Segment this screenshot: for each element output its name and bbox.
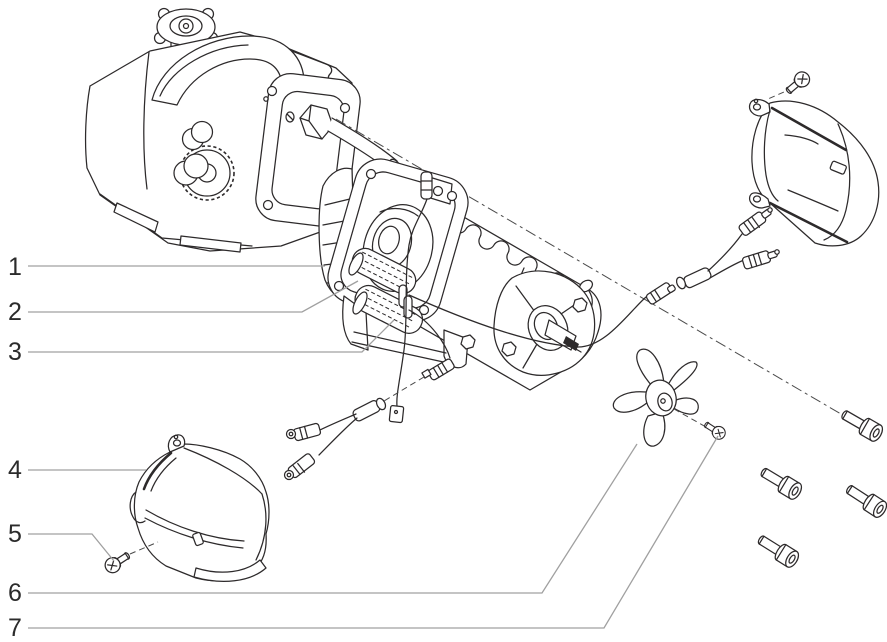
motor-flange [327, 158, 469, 322]
socket-screw-2 [756, 462, 805, 503]
inductor-top [351, 247, 417, 295]
motor-assembly [283, 158, 780, 481]
callout-label-4: 4 [8, 456, 22, 484]
callout-2-leader [28, 280, 359, 313]
bullet-connector-mid [427, 358, 455, 381]
motor-cover-rear [748, 98, 880, 247]
callout-labels: 1 2 3 4 5 6 7 [8, 253, 22, 642]
fan-screw [701, 418, 729, 443]
callout-label-6: 6 [8, 579, 22, 607]
socket-screw-1 [837, 405, 886, 444]
bullet-connector-top [420, 171, 433, 200]
wire-harness-right [645, 207, 780, 305]
callout-3-leader [28, 319, 395, 353]
motor-end-bell [493, 270, 596, 376]
cover-screw-rear [782, 68, 814, 99]
callout-label-7: 7 [8, 614, 22, 642]
terminal-pin [403, 295, 413, 319]
wire-harness-left [283, 397, 387, 481]
assembly-centerline [335, 118, 842, 415]
motor-lead-wire [408, 294, 647, 348]
socket-screw-3 [842, 480, 887, 521]
gear-drive [173, 120, 235, 201]
leader-lines [28, 265, 719, 629]
callout-label-3: 3 [8, 338, 22, 366]
callout-label-2: 2 [8, 298, 22, 326]
spade-terminal [388, 404, 405, 424]
callout-7-leader [28, 435, 719, 629]
callout-label-1: 1 [8, 253, 22, 281]
fan [612, 348, 699, 447]
callout-5-leader [28, 533, 115, 562]
motor-cover-front [129, 434, 270, 582]
pump-gearbox-assembly [84, 7, 402, 253]
callout-6-leader [28, 443, 638, 594]
motor-lead-wire [408, 309, 451, 359]
callout-label-5: 5 [8, 520, 22, 548]
hanging-lead-wire [396, 198, 428, 407]
fan-hub [645, 379, 677, 417]
socket-screw-4 [754, 530, 802, 571]
